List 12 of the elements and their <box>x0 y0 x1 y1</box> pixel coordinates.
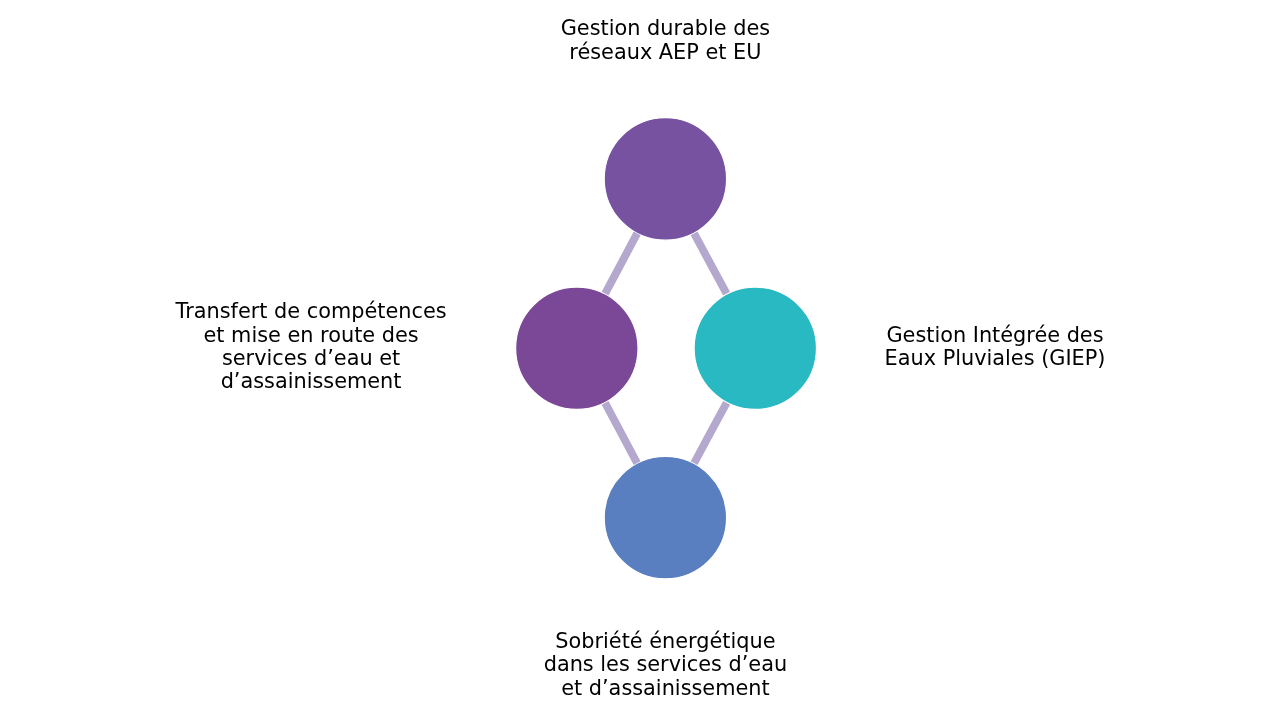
connector <box>601 400 641 465</box>
node-circle <box>603 117 728 241</box>
node-circle <box>693 286 818 411</box>
node-label: Sobriété énergétique dans les services d’eau et d’assainissement <box>543 628 788 700</box>
node-label: Transfert de compétences et mise en route des services d’eau et d’assainissement <box>175 299 447 394</box>
connector <box>690 400 731 465</box>
node-label: Gestion Intégrée des Eaux Pluviales (GIEP) <box>884 322 1106 370</box>
connector <box>601 231 641 296</box>
node-circle <box>603 455 728 580</box>
node-label: Gestion durable des réseaux AEP et EU <box>560 16 771 64</box>
node-circle <box>514 286 639 411</box>
connector <box>690 231 730 296</box>
